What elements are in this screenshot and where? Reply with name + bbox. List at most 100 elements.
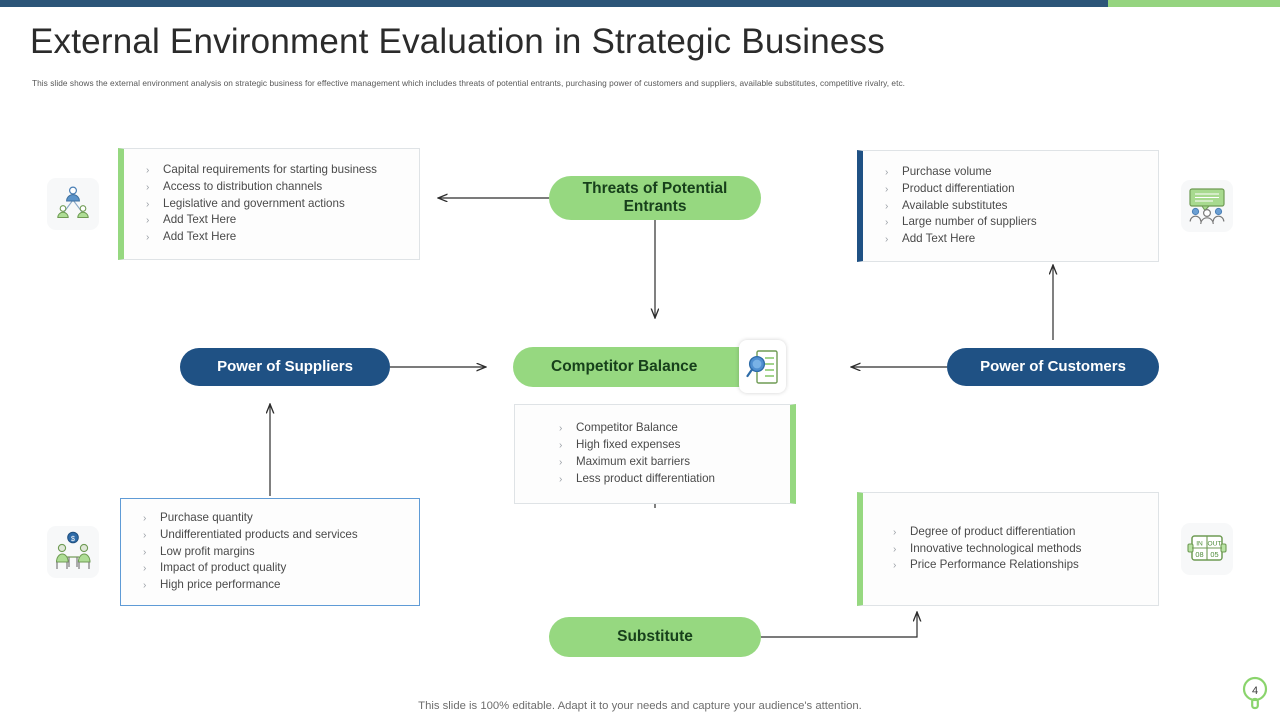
list-item-label: Less product differentiation xyxy=(576,471,716,485)
in-value: 08 xyxy=(1195,550,1203,559)
list-item-label: Competitor Balance xyxy=(576,421,678,435)
list-item-label: Degree of product differentiation xyxy=(910,524,1076,538)
list-item-label: Capital requirements for starting busine… xyxy=(163,163,377,177)
node-suppliers-label: Power of Suppliers xyxy=(217,358,353,376)
in-out-counter-icon: IN OUT 08 05 xyxy=(1181,523,1233,575)
list-item-label: Undifferentiated products and services xyxy=(160,527,358,541)
list-item: › High price performance xyxy=(143,577,409,594)
list-item: › Impact of product quality xyxy=(143,560,409,577)
list-item-label: Impact of product quality xyxy=(160,561,287,575)
list-item: › Product differentiation xyxy=(885,181,1148,198)
chevron-right-icon: › xyxy=(143,563,147,575)
list-item-label: Add Text Here xyxy=(163,230,237,244)
node-threats-label: Threats of Potential Entrants xyxy=(583,180,728,217)
list-item-label: Price Performance Relationships xyxy=(910,558,1079,572)
list-item-label: Available substitutes xyxy=(902,198,1008,212)
org-hierarchy-icon xyxy=(47,178,99,230)
list-item-label: Add Text Here xyxy=(163,213,237,227)
list-item: › Add Text Here xyxy=(146,229,409,246)
list-item: › Purchase quantity xyxy=(143,510,409,527)
in-label: IN xyxy=(1196,541,1203,548)
node-customers-label: Power of Customers xyxy=(980,358,1126,376)
list-item: › Maximum exit barriers xyxy=(559,454,780,471)
info-box-supplier-power: › Purchase quantity › Undifferentiated p… xyxy=(120,498,420,606)
list-item: › Add Text Here xyxy=(146,212,409,229)
node-power-of-customers[interactable]: Power of Customers xyxy=(947,348,1159,386)
page-number: 4 xyxy=(1251,685,1259,697)
list-item: › High fixed expenses xyxy=(559,437,780,454)
list-item: › Degree of product differentiation xyxy=(893,524,1148,541)
list-item-label: Large number of suppliers xyxy=(902,215,1037,229)
node-threats-label-line2: Entrants xyxy=(623,198,687,215)
list-item-label: Maximum exit barriers xyxy=(576,455,691,468)
svg-text:$: $ xyxy=(71,536,75,543)
chevron-right-icon: › xyxy=(143,580,147,592)
chevron-right-icon: › xyxy=(146,215,150,227)
list-item-label: Purchase quantity xyxy=(160,511,253,525)
node-threats-label-line1: Threats of Potential xyxy=(582,179,728,197)
info-box-competitor-balance: › Competitor Balance › High fixed expens… xyxy=(514,404,796,504)
group-discussion-icon xyxy=(1181,180,1233,232)
list-item: › Competitor Balance xyxy=(559,420,780,437)
chevron-right-icon: › xyxy=(559,423,563,435)
list-item: › Legislative and government actions xyxy=(146,196,409,213)
node-threats-of-potential-entrants[interactable]: Threats of Potential Entrants xyxy=(549,176,761,220)
chevron-right-icon: › xyxy=(559,440,563,452)
list-item: › Large number of suppliers xyxy=(885,214,1148,231)
chevron-right-icon: › xyxy=(885,167,889,179)
node-power-of-suppliers[interactable]: Power of Suppliers xyxy=(180,348,390,386)
chevron-right-icon: › xyxy=(893,543,897,555)
list-item: › Access to distribution channels xyxy=(146,179,409,196)
info-box-substitute: › Degree of product differentiation › In… xyxy=(857,492,1159,606)
chevron-right-icon: › xyxy=(143,513,147,525)
page-subtitle: This slide shows the external environmen… xyxy=(32,78,906,88)
chevron-right-icon: › xyxy=(146,232,150,244)
list-item-label: High price performance xyxy=(160,578,281,592)
header-accent-bar-blue xyxy=(0,0,1108,7)
chevron-right-icon: › xyxy=(885,200,889,212)
list-item-label: Legislative and government actions xyxy=(163,196,345,210)
node-competitor-label: Competitor Balance xyxy=(551,357,698,375)
list-item-label: High fixed expenses xyxy=(576,438,681,452)
info-box-customer-power: › Purchase volume › Product differentiat… xyxy=(857,150,1159,262)
chevron-right-icon: › xyxy=(885,183,889,195)
list-item-label: Add Text Here xyxy=(902,232,976,246)
list-item-label: Low profit margins xyxy=(160,544,255,558)
list-item-label: Access to distribution channels xyxy=(163,179,323,193)
negotiation-deal-icon: $ xyxy=(47,526,99,578)
chevron-right-icon: › xyxy=(893,560,897,572)
node-substitute[interactable]: Substitute xyxy=(549,617,761,657)
chevron-right-icon: › xyxy=(893,526,897,538)
list-item: › Low profit margins xyxy=(143,544,409,561)
chevron-right-icon: › xyxy=(146,165,150,177)
list-item-label: Purchase volume xyxy=(902,165,992,179)
node-substitute-label: Substitute xyxy=(617,627,693,645)
list-item: › Add Text Here xyxy=(885,231,1148,248)
chevron-right-icon: › xyxy=(146,198,150,210)
list-item: › Purchase volume xyxy=(885,164,1148,181)
chevron-right-icon: › xyxy=(559,457,563,468)
page-title: External Environment Evaluation in Strat… xyxy=(30,22,885,61)
list-item: › Price Performance Relationships xyxy=(893,557,1148,574)
header-accent-bar-green xyxy=(1108,0,1280,7)
page-number-badge-icon xyxy=(1240,676,1270,710)
chevron-right-icon: › xyxy=(146,181,150,193)
node-competitor-balance[interactable]: Competitor Balance xyxy=(513,347,761,387)
out-label: OUT xyxy=(1208,541,1222,548)
list-item: › Less product differentiation xyxy=(559,471,780,488)
list-item: › Undifferentiated products and services xyxy=(143,527,409,544)
document-search-icon xyxy=(739,340,786,393)
list-item: › Capital requirements for starting busi… xyxy=(146,162,409,179)
list-item: › Available substitutes xyxy=(885,198,1148,215)
chevron-right-icon: › xyxy=(143,529,147,541)
footer-note: This slide is 100% editable. Adapt it to… xyxy=(418,700,862,712)
chevron-right-icon: › xyxy=(885,217,889,229)
chevron-right-icon: › xyxy=(143,546,147,558)
out-value: 05 xyxy=(1210,550,1218,559)
list-item-label: Innovative technological methods xyxy=(910,541,1082,555)
info-box-entrants: › Capital requirements for starting busi… xyxy=(118,148,420,260)
list-item: › Innovative technological methods xyxy=(893,541,1148,558)
chevron-right-icon: › xyxy=(559,473,563,485)
chevron-right-icon: › xyxy=(885,234,889,246)
list-item-label: Product differentiation xyxy=(902,181,1015,195)
